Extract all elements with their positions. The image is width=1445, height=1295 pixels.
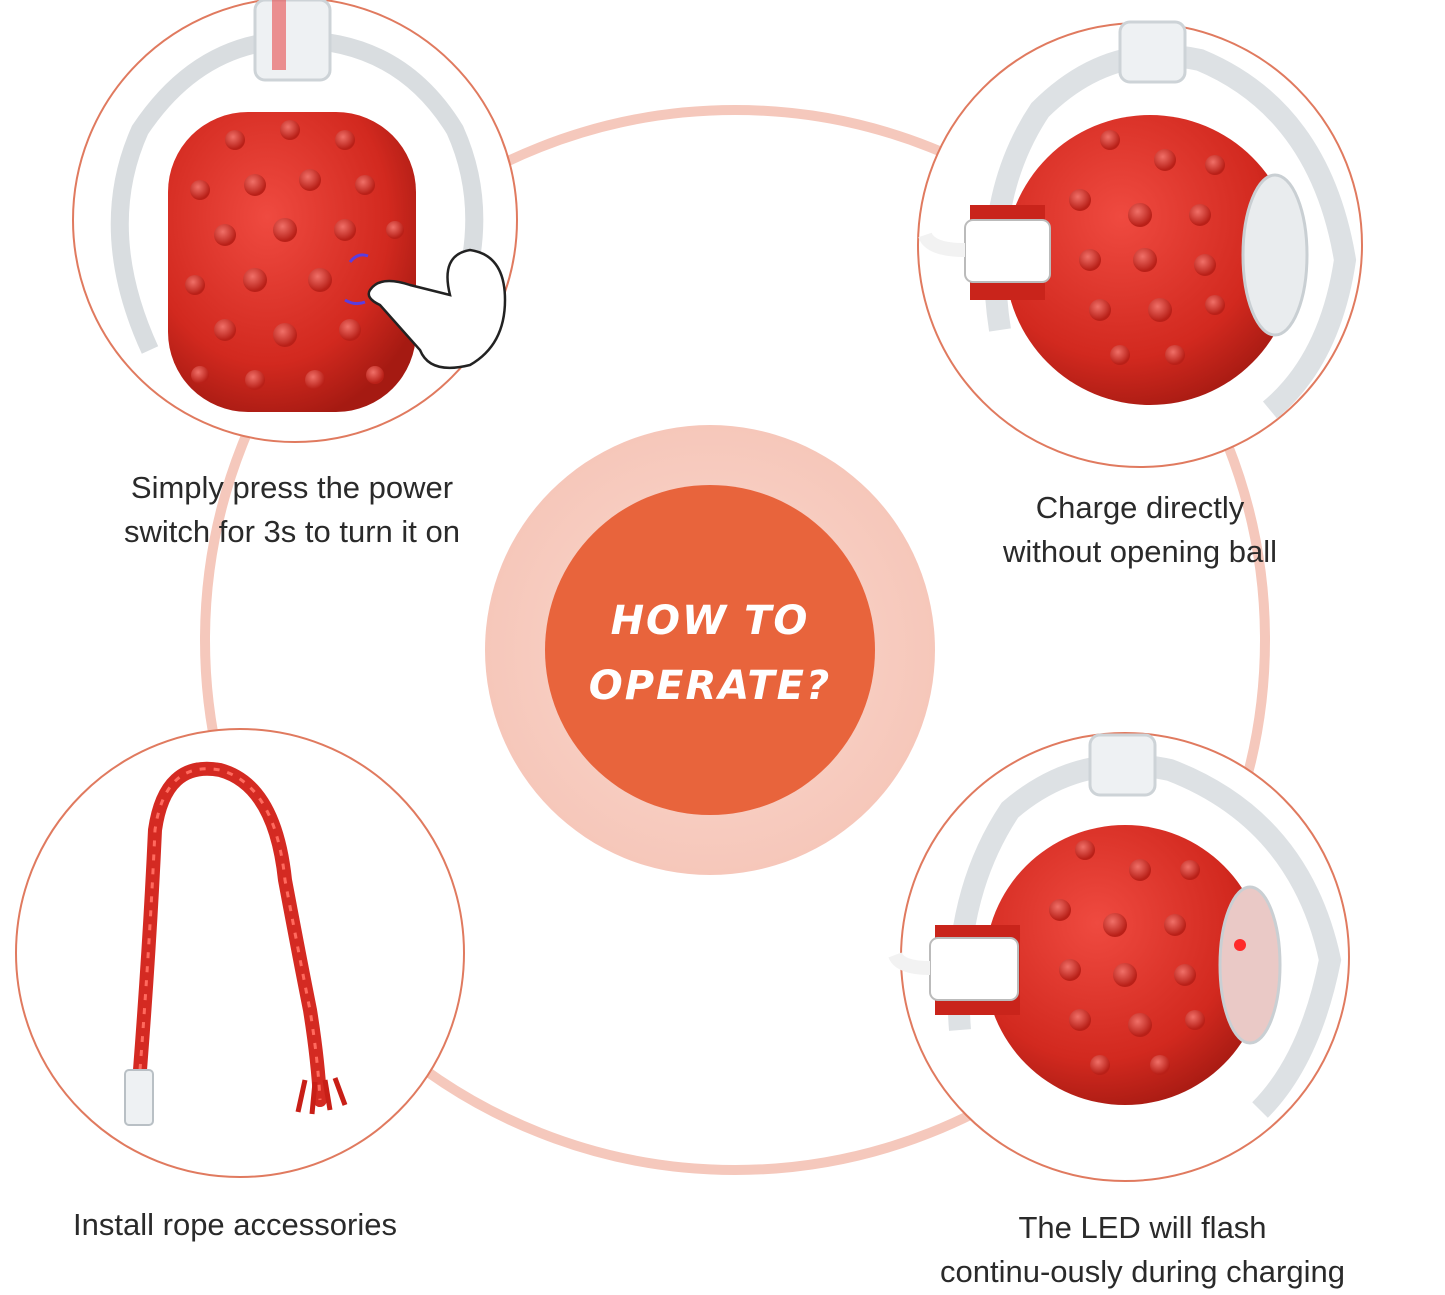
- step4-caption: The LED will flash continu-ously during …: [905, 1206, 1380, 1294]
- step2-caption-line2: without opening ball: [1002, 534, 1278, 569]
- connecting-ring: [200, 105, 1270, 1175]
- step1-caption-line1: Simply press the power: [130, 470, 454, 505]
- step4-image: [888, 732, 1350, 1182]
- step3-caption: Install rope accessories: [40, 1203, 430, 1247]
- center-title-line1: HOW TO: [610, 598, 810, 644]
- step3-caption-line1: Install rope accessories: [73, 1207, 397, 1242]
- step2-caption: Charge directly without opening ball: [950, 486, 1330, 574]
- center-badge-inner: [545, 485, 875, 815]
- step4-caption-line2: continu-ously during charging: [940, 1254, 1345, 1289]
- step1-image: [72, 0, 518, 443]
- step1-caption-line2: switch for 3s to turn it on: [124, 514, 460, 549]
- center-title-line2: OPERATE?: [588, 663, 832, 709]
- step3-image: [15, 728, 465, 1178]
- step2-image: [917, 20, 1363, 468]
- step1-caption: Simply press the power switch for 3s to …: [92, 466, 492, 554]
- step4-caption-line1: The LED will flash: [1018, 1210, 1267, 1245]
- step2-caption-line1: Charge directly: [1035, 490, 1245, 525]
